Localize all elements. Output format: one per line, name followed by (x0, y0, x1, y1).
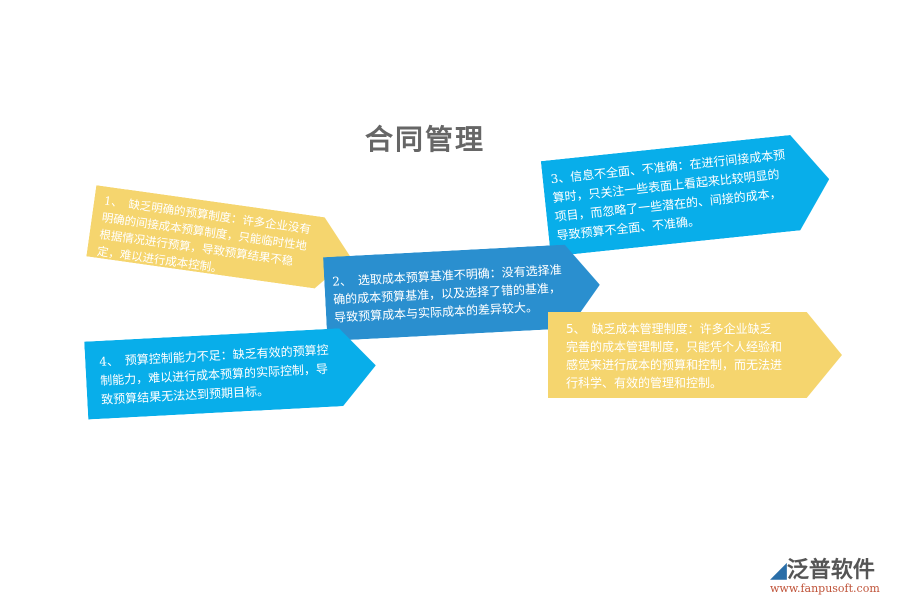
point-text-3: 3、信息不全面、不准确：在进行间接成本预算时，只关注一些表面上看起来比较明显的项… (549, 147, 786, 243)
logo-url: www.fanpusoft.com (770, 582, 880, 595)
brand-logo: ◢泛普软件 www.fanpusoft.com (770, 552, 880, 595)
page-title: 合同管理 (364, 123, 485, 156)
point-text-5: 5、 缺乏成本管理制度：许多企业缺乏完善的成本管理制度，只能凭个人经验和感觉来进… (566, 322, 783, 390)
point-card-3: 3、信息不全面、不准确：在进行间接成本预算时，只关注一些表面上看起来比较明显的项… (541, 131, 834, 256)
logo-name: ◢泛普软件 (770, 558, 875, 583)
point-text-2: 2、 选取成本预算基准不明确：没有选择准确的成本预算基准，以及选择了错的基准，导… (331, 262, 562, 325)
point-card-1: 1、 缺乏明确的预算制度：许多企业没有明确的间接成本预算制度，只能临时性地根据情… (86, 185, 355, 293)
point-text-4: 4、 预算控制能力不足：缺乏有效的预算控制能力，难以进行成本预算的实际控制，导致… (98, 342, 329, 407)
point-card-4: 4、 预算控制能力不足：缺乏有效的预算控制能力，难以进行成本预算的实际控制，导致… (84, 326, 378, 419)
point-text-1: 1、 缺乏明确的预算制度：许多企业没有明确的间接成本预算制度，只能临时性地根据情… (96, 193, 312, 276)
point-card-5: 5、 缺乏成本管理制度：许多企业缺乏完善的成本管理制度，只能凭个人经验和感觉来进… (548, 312, 842, 398)
